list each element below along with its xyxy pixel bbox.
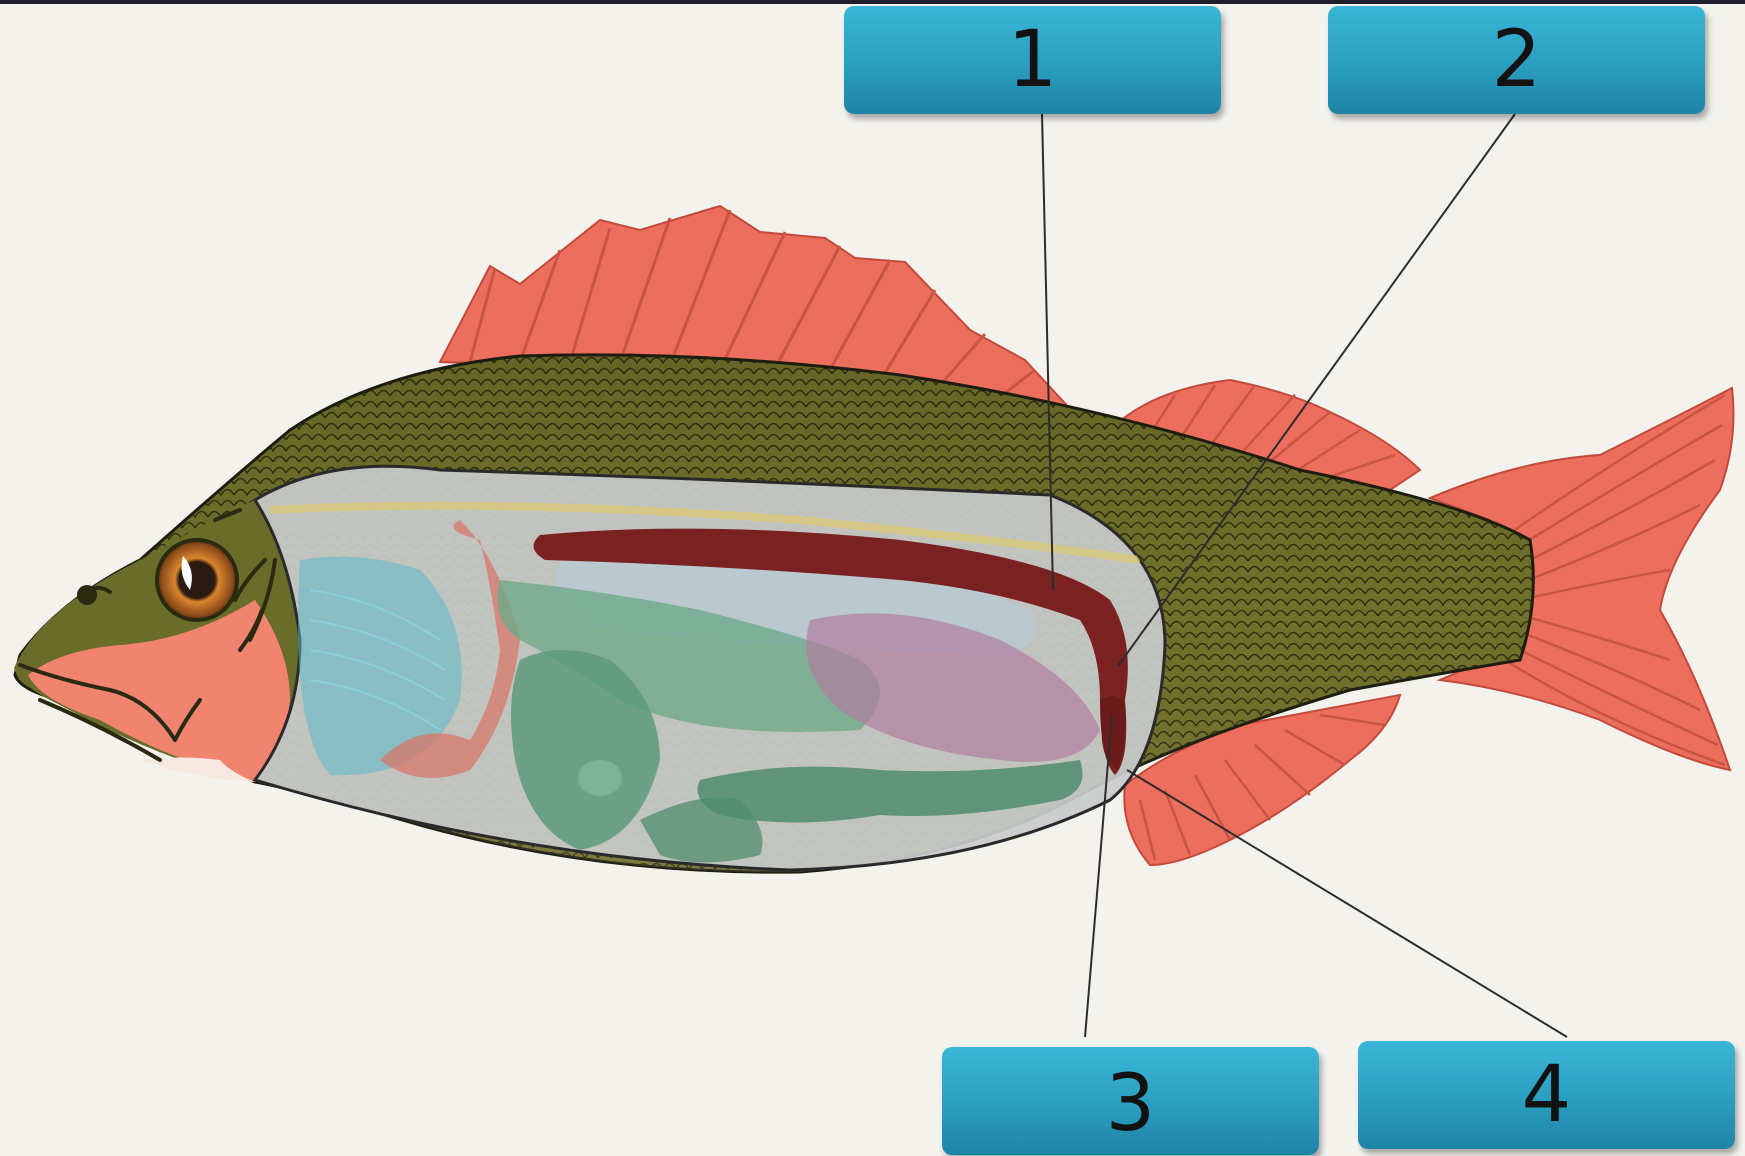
leader-line-4	[1127, 770, 1567, 1037]
label-2-text: 2	[1492, 15, 1542, 105]
label-box-2[interactable]: 2	[1328, 6, 1705, 114]
label-4-text: 4	[1522, 1050, 1572, 1140]
body-cavity	[255, 466, 1165, 870]
label-box-3[interactable]: 3	[942, 1047, 1319, 1155]
label-1-text: 1	[1008, 15, 1058, 105]
label-box-1[interactable]: 1	[844, 6, 1221, 114]
label-box-4[interactable]: 4	[1358, 1041, 1735, 1149]
fish-head	[14, 500, 300, 782]
label-3-text: 3	[1106, 1059, 1156, 1149]
